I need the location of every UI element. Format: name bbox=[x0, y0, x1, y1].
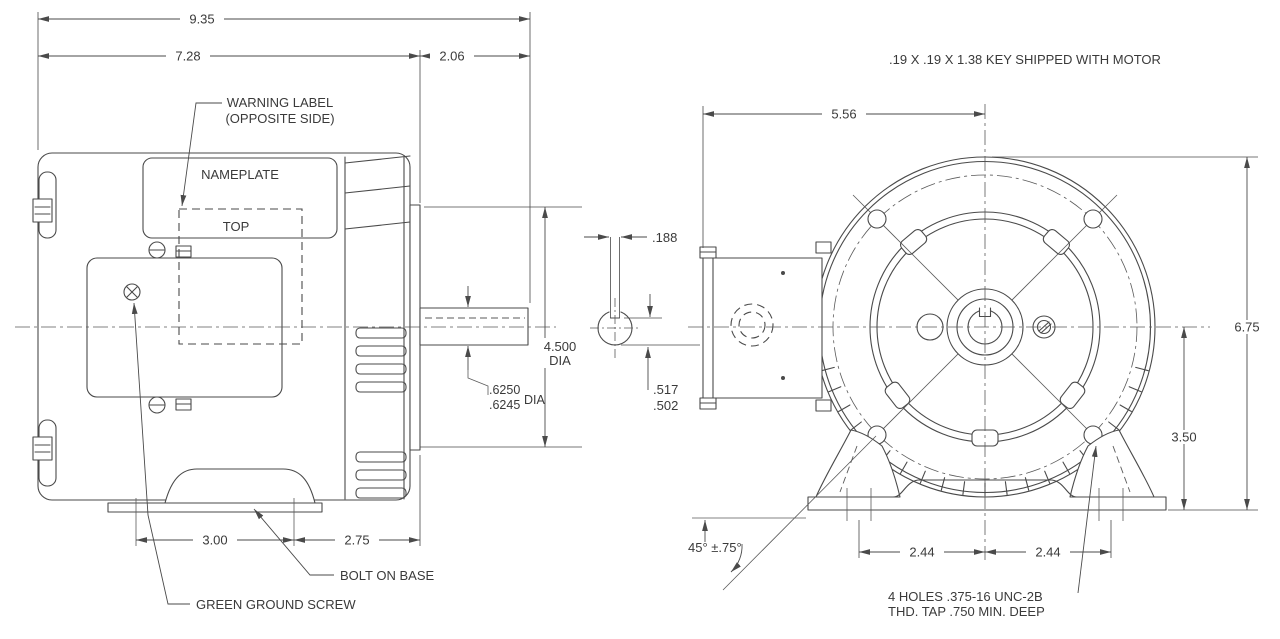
dim-face-diameter: 4.500 bbox=[544, 339, 577, 354]
warning-label-text-1: WARNING LABEL bbox=[227, 95, 333, 110]
bolt-on-base-leader bbox=[253, 508, 334, 576]
conduit-opening bbox=[730, 303, 774, 347]
dim-foot-to-face: 2.75 bbox=[344, 533, 369, 548]
ground-screw-leader bbox=[131, 302, 190, 605]
warning-label-leader bbox=[180, 102, 222, 207]
dim-shaft-dia-unit: DIA bbox=[524, 393, 546, 407]
motor-front-view bbox=[688, 104, 1210, 560]
dim-foot-half-left: 2.44 bbox=[909, 545, 934, 560]
dim-center-height: 3.50 bbox=[1171, 430, 1196, 445]
dim-key-width: .188 bbox=[652, 230, 677, 245]
top-text: TOP bbox=[223, 219, 250, 234]
warning-label-text-2: (OPPOSITE SIDE) bbox=[225, 111, 334, 126]
rear-tabs bbox=[32, 171, 57, 487]
angle-reference bbox=[692, 435, 877, 591]
holes-note-leader bbox=[1077, 445, 1098, 594]
dim-foot-half-right: 2.44 bbox=[1035, 545, 1060, 560]
shaft-side bbox=[419, 307, 529, 346]
notes-and-leaders: WARNING LABEL (OPPOSITE SIDE) NAMEPLATE … bbox=[131, 52, 1161, 619]
nameplate-outline bbox=[142, 157, 338, 239]
motor-side-view bbox=[15, 152, 556, 546]
shaft-key-section bbox=[590, 237, 640, 360]
holes-note-text-2: THD. TAP .750 MIN. DEEP bbox=[888, 604, 1045, 619]
angle-tolerance-text: 45° ±.75° bbox=[688, 540, 742, 555]
motor-face-pilot bbox=[409, 204, 421, 451]
face-notches bbox=[884, 229, 1086, 447]
dim-shaft-extension: 2.06 bbox=[439, 49, 464, 64]
holes-note-text-1: 4 HOLES .375-16 UNC-2B bbox=[888, 589, 1043, 604]
conduit-box-front-body bbox=[702, 257, 823, 399]
conduit-box-cover bbox=[86, 257, 283, 398]
dim-overall-length: 9.35 bbox=[189, 12, 214, 27]
base-plate-front bbox=[807, 479, 1167, 511]
foot-bolt-slots bbox=[846, 488, 1124, 521]
dim-key-flat-max: .517 bbox=[653, 382, 678, 397]
dim-shaft-dia-min: .6245 bbox=[489, 398, 520, 412]
dim-foot-bolt-spacing: 3.00 bbox=[202, 533, 227, 548]
green-ground-screw-text: GREEN GROUND SCREW bbox=[196, 597, 356, 612]
base-plate-side bbox=[107, 502, 323, 513]
key-note-text: .19 X .19 X 1.38 KEY SHIPPED WITH MOTOR bbox=[889, 52, 1161, 67]
dim-box-to-center: 5.56 bbox=[831, 107, 856, 122]
dim-key-flat-min: .502 bbox=[653, 398, 678, 413]
foot-hump bbox=[164, 468, 316, 504]
base-side bbox=[107, 468, 323, 546]
dimensions-front-view: 5.56 6.75 3.50 2.44 2.44 bbox=[692, 106, 1269, 591]
dim-face-diameter-unit: DIA bbox=[549, 353, 571, 368]
nameplate-text: NAMEPLATE bbox=[201, 167, 279, 182]
conduit-box-front bbox=[699, 241, 832, 412]
mounting-feet bbox=[815, 429, 1155, 498]
dimensions-side-view: 9.35 7.28 2.06 4.500 DIA .6250 .6245 DIA… bbox=[37, 12, 586, 548]
dim-frame-length: 7.28 bbox=[175, 49, 200, 64]
cooling-fins-side bbox=[355, 327, 407, 499]
dim-overall-height: 6.75 bbox=[1234, 320, 1259, 335]
warning-label-outline bbox=[178, 208, 303, 345]
dimensions-key-section: .188 .517 .502 bbox=[584, 230, 700, 413]
conduit-box-side bbox=[86, 241, 283, 414]
bolt-on-base-text: BOLT ON BASE bbox=[340, 568, 434, 583]
dim-shaft-dia-max: .6250 bbox=[489, 383, 520, 397]
